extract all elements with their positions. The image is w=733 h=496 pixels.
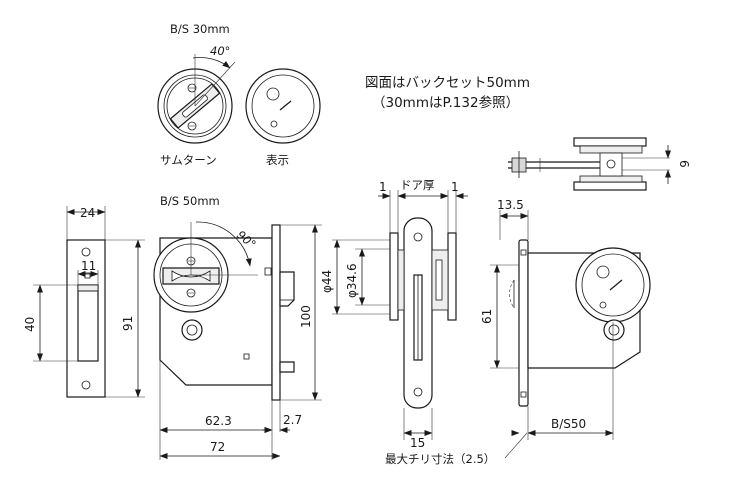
thumbturn-label: サムターン <box>160 153 217 167</box>
indicator-view: 表示 <box>245 68 321 167</box>
note-line-2: （30mmはP.132参照） <box>372 94 519 111</box>
indicator-label: 表示 <box>266 153 289 167</box>
lock-body-bs50-view: B/S 50mm 90° 100 <box>153 194 322 460</box>
dim-6: 6 <box>677 160 691 168</box>
door-section-view: φ44 φ34.6 1 ドア厚 1 15 最大チリ寸法（2.5） <box>320 178 528 466</box>
rear-view: 13.5 61 B/S50 <box>480 198 651 440</box>
dim-100: 100 <box>299 305 313 328</box>
dim-1-left: 1 <box>379 180 387 194</box>
faceplate-view: 24 11 40 91 <box>23 206 145 398</box>
dim-bs50: B/S50 <box>551 417 586 431</box>
dim-91: 91 <box>121 316 135 331</box>
dim-phi44: φ44 <box>320 270 334 293</box>
bs50-label: B/S 50mm <box>160 194 220 208</box>
bs30-label: B/S 30mm <box>170 22 230 36</box>
dim-40: 40 <box>23 317 37 332</box>
dim-11: 11 <box>81 259 96 273</box>
dim-24: 24 <box>80 206 95 220</box>
dim-1-right: 1 <box>451 180 459 194</box>
dim-62-3: 62.3 <box>205 414 232 428</box>
dim-61: 61 <box>480 309 494 324</box>
door-thickness-label: ドア厚 <box>400 178 435 192</box>
angle-40-label: 40° <box>210 44 230 58</box>
dim-phi34-6: φ34.6 <box>345 263 359 298</box>
note-line-1: 図面はバックセット50mm <box>365 75 530 91</box>
max-clearance-label: 最大チリ寸法（2.5） <box>385 452 495 466</box>
dim-72: 72 <box>210 440 225 454</box>
dim-13-5: 13.5 <box>497 198 524 212</box>
thumbturn-bs30-view: B/S 30mm 40° サムターン <box>157 22 236 167</box>
dim-2-7: 2.7 <box>283 413 302 427</box>
dim-15: 15 <box>410 436 425 450</box>
side-profile-view: 6 <box>508 137 691 191</box>
